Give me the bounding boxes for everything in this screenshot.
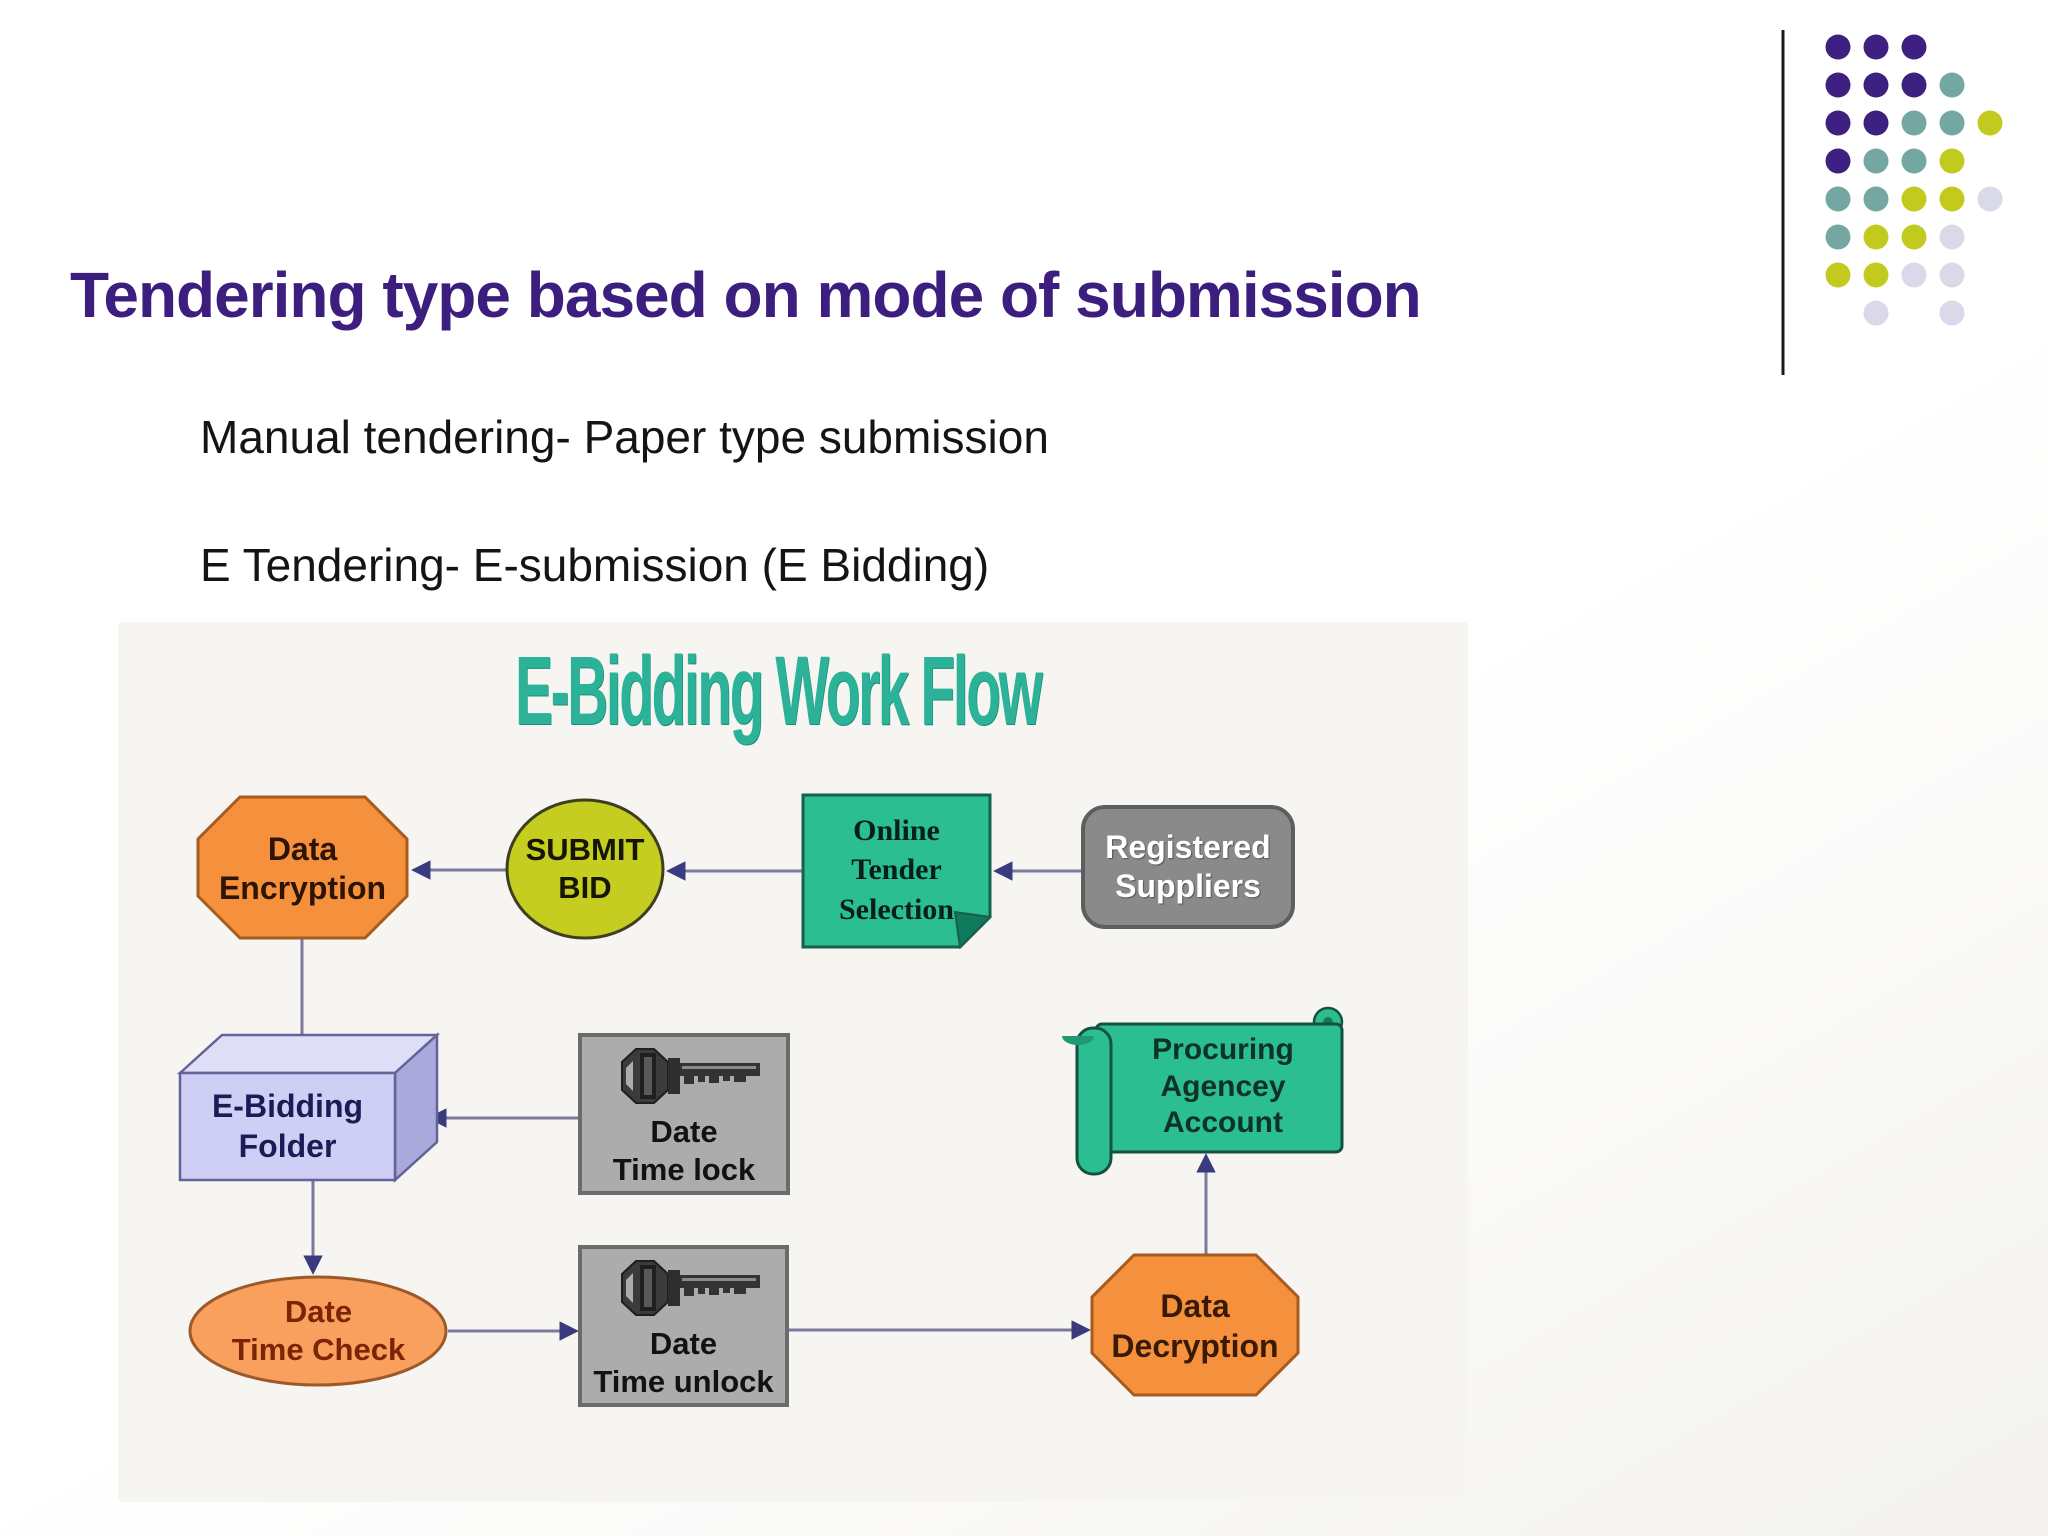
decorative-dot: [1863, 72, 1889, 98]
decorative-dot: [1863, 148, 1889, 174]
node-e-bidding-folder: [176, 1032, 441, 1183]
decorative-dot: [1939, 300, 1965, 326]
node-procuring-agency-account: [1062, 1006, 1344, 1176]
node-data-encryption: [196, 795, 409, 940]
corner-decoration: [1781, 30, 2003, 375]
connector-group: [292, 860, 1216, 1341]
key-icon: [621, 1048, 760, 1104]
node-date-time-unlock: [578, 1245, 789, 1407]
flowchart-title: E-Bidding Work Flow: [515, 637, 1043, 746]
decorative-dot: [1939, 72, 1965, 98]
decorative-dot: [1901, 148, 1927, 174]
decorative-dot: [1825, 34, 1851, 60]
decorative-dot: [1901, 110, 1927, 136]
decorative-dot: [1825, 148, 1851, 174]
decorative-dot: [1939, 186, 1965, 212]
key-icon: [621, 1260, 760, 1316]
decorative-dot: [1825, 110, 1851, 136]
decorative-dot: [1825, 72, 1851, 98]
decorative-dot: [1939, 224, 1965, 250]
decorative-dot: [1863, 110, 1889, 136]
decorative-dot: [1977, 110, 2003, 136]
decorative-dot: [1901, 262, 1927, 288]
decorative-dot: [1863, 34, 1889, 60]
node-date-time-lock: [578, 1033, 790, 1195]
decorative-dot: [1863, 186, 1889, 212]
decorative-dot: [1901, 224, 1927, 250]
decorative-dot: [1825, 186, 1851, 212]
decorative-dot: [1939, 148, 1965, 174]
decorative-dot: [1863, 224, 1889, 250]
decorative-dot: [1825, 262, 1851, 288]
decorative-dot-grid: [1825, 34, 2003, 326]
decorative-dot: [1939, 262, 1965, 288]
decorative-dot: [1977, 186, 2003, 212]
decorative-dot: [1863, 262, 1889, 288]
bullet-manual-tendering: Manual tendering- Paper type submission: [200, 411, 1049, 463]
page-title: Tendering type based on mode of submissi…: [70, 259, 1422, 331]
node-submit-bid: [505, 798, 665, 940]
decorative-dot: [1863, 300, 1889, 326]
decorative-dot: [1939, 110, 1965, 136]
node-registered-suppliers: [1081, 805, 1295, 929]
decorative-dot: [1901, 72, 1927, 98]
decorative-dot: [1825, 224, 1851, 250]
bullet-e-tendering: E Tendering- E-submission (E Bidding): [200, 539, 990, 591]
note-folded-corner: [953, 910, 993, 950]
node-date-time-check: [188, 1275, 448, 1387]
decorative-dot: [1901, 34, 1927, 60]
node-data-decryption: [1090, 1253, 1300, 1397]
decorative-dot: [1901, 186, 1927, 212]
